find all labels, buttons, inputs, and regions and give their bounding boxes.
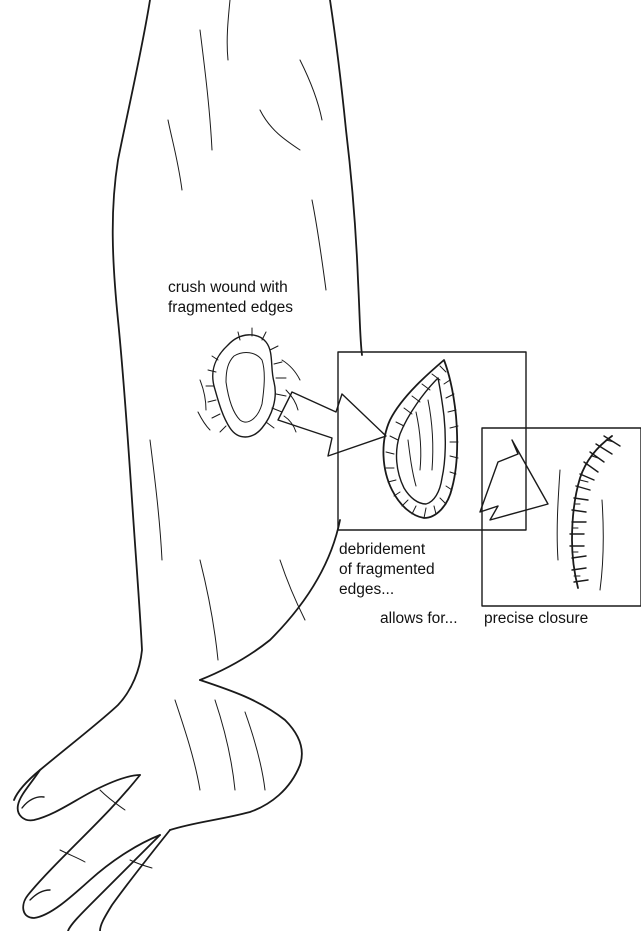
precise-closure-label: precise closure (484, 609, 588, 629)
allows-for-label: allows for... (380, 609, 458, 629)
crush-wound (198, 328, 300, 437)
crush-wound-label-line1: crush wound with (168, 278, 288, 298)
debridement-label-line1: debridement (339, 540, 425, 560)
closure-panel (482, 428, 641, 606)
debridement-panel (338, 352, 526, 530)
arrow-to-closure (480, 440, 548, 520)
debridement-label-line2: of fragmented (339, 560, 435, 580)
crush-wound-label-line2: fragmented edges (168, 298, 293, 318)
debridement-label-line3: edges... (339, 580, 394, 600)
hand-outline (18, 680, 302, 931)
